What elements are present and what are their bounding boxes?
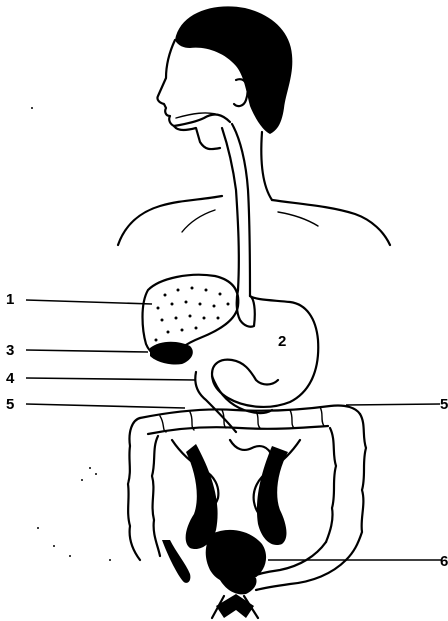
anus-base xyxy=(216,594,254,618)
cecum-region xyxy=(206,530,266,584)
collarbone-right xyxy=(278,212,318,226)
ascending-colon-outer xyxy=(128,418,140,560)
ear xyxy=(234,79,248,106)
descending-colon-outer xyxy=(346,414,366,560)
label-5-left: 5 xyxy=(6,396,14,413)
descending-colon-inner xyxy=(326,428,336,542)
collarbone-left xyxy=(182,210,215,232)
small-intestine-coil-3 xyxy=(230,440,272,456)
label-6: 6 xyxy=(440,553,448,570)
liver-texture xyxy=(155,287,230,346)
label-2: 2 xyxy=(278,333,286,350)
leader-line-5-right xyxy=(346,404,440,405)
leader-line-5-left xyxy=(26,404,185,408)
leader-line-3 xyxy=(26,350,148,352)
stomach xyxy=(212,290,318,407)
shoulders xyxy=(118,196,390,245)
ascending-colon-inner xyxy=(152,436,160,556)
leader-line-1 xyxy=(26,300,152,304)
speckles xyxy=(31,107,111,561)
rectum-anus xyxy=(212,578,258,618)
labels: 1 2 3 4 5 5 6 xyxy=(6,291,448,570)
neck-back xyxy=(261,132,272,200)
left-shoulder xyxy=(118,196,222,245)
appendix xyxy=(162,540,190,583)
label-4: 4 xyxy=(6,370,15,387)
leader-line-4 xyxy=(26,378,196,380)
transverse-colon-bottom xyxy=(148,426,328,434)
sigmoid-colon-outer xyxy=(256,560,346,590)
label-5-right: 5 xyxy=(440,396,448,413)
head xyxy=(157,6,292,200)
gallbladder xyxy=(150,342,193,365)
small-intestine xyxy=(172,440,300,584)
right-shoulder xyxy=(272,200,390,245)
label-1: 1 xyxy=(6,291,14,308)
face-outline xyxy=(157,40,220,149)
small-intestine-dark-2 xyxy=(257,446,288,545)
label-3: 3 xyxy=(6,342,14,359)
esophagus-right-wall xyxy=(232,124,250,296)
esophagus-left-wall xyxy=(222,128,239,290)
small-intestine-dark-1 xyxy=(186,444,218,549)
esophagus xyxy=(222,124,250,296)
